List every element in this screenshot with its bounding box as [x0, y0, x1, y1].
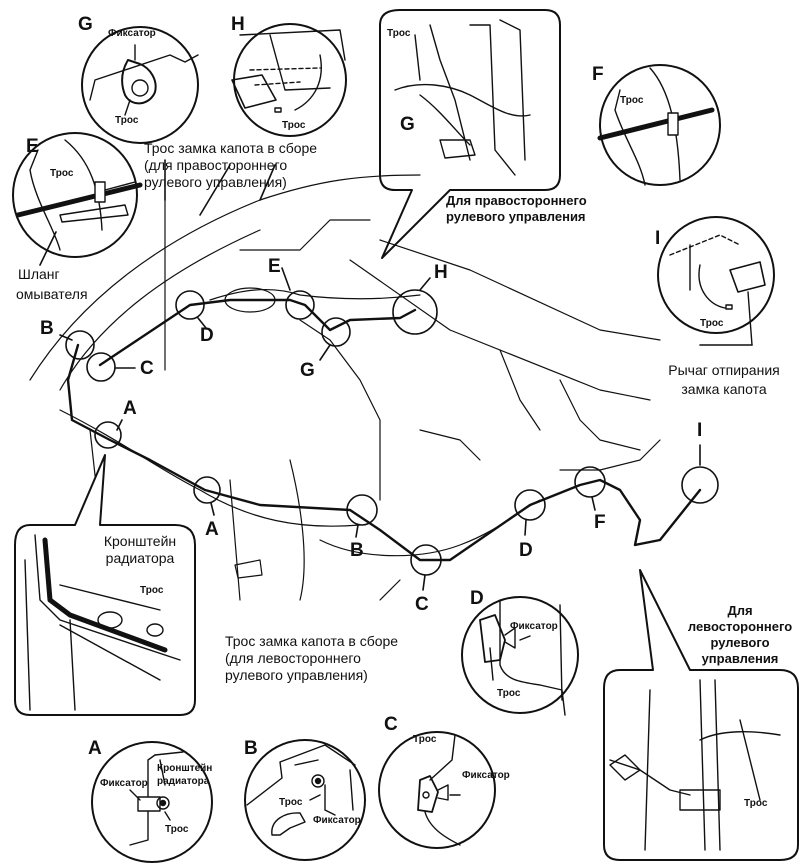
detail-a-retainer-label: Фиксатор [100, 778, 148, 789]
detail-i-cable-label: Трос [700, 318, 724, 329]
detail-i-circle [657, 216, 775, 346]
marker-g: G [300, 360, 315, 381]
rhd-box-title-2: рулевого управления [446, 209, 586, 224]
marker-a-2: A [205, 519, 219, 540]
lhd-box-title-3: рулевого [710, 635, 770, 650]
marker-h: H [434, 262, 448, 283]
rhd-detail-box [379, 9, 561, 259]
lhd-assembly-label-1: Трос замка капота в сборе [225, 633, 399, 649]
detail-b-circle [244, 739, 366, 861]
detail-e-circle [12, 132, 143, 258]
radiator-box-bracket-label-1: Кронштейн [103, 533, 177, 549]
lhd-box-cable-label: Трос [744, 798, 768, 809]
detail-c-circle [378, 731, 496, 849]
detail-a-bracket-label-2: радиатора [157, 776, 210, 787]
rhd-assembly-label-3: рулевого управления) [144, 174, 287, 190]
marker-d-top: D [200, 325, 214, 346]
rhd-box-cable-label: Трос [387, 28, 411, 39]
radiator-box-cable-label: Трос [140, 585, 164, 596]
detail-b-letter: B [244, 738, 258, 759]
marker-e: E [268, 256, 281, 277]
detail-g-letter: G [78, 14, 93, 35]
detail-c-letter: C [384, 714, 398, 735]
detail-f-letter: F [592, 64, 604, 85]
detail-h-cable-label: Трос [282, 120, 306, 131]
radiator-box-bracket-label-2: радиатора [105, 550, 175, 566]
hood-lock-cable [66, 298, 702, 562]
rhd-box-g-marker: G [400, 114, 415, 135]
radiator-detail-box [14, 454, 196, 716]
lhd-assembly-label-3: рулевого управления) [225, 667, 368, 683]
detail-c-retainer-label: Фиксатор [462, 770, 510, 781]
lhd-box-title-2: левостороннего [687, 619, 793, 634]
rhd-assembly-label-2: (для правостороннего [144, 157, 288, 173]
marker-b-lower: B [350, 540, 364, 561]
marker-b-top: B [40, 318, 54, 339]
detail-i-letter: I [655, 228, 661, 249]
engine-bay-outline [29, 174, 661, 601]
rhd-assembly-label-1: Трос замка капота в сборе [144, 140, 318, 156]
detail-g-circle [81, 26, 199, 144]
detail-d-cable-label: Трос [497, 688, 521, 699]
marker-c-top: C [140, 358, 154, 379]
detail-c-cable-label: Трос [413, 734, 437, 745]
clip-markers [39, 159, 753, 591]
lhd-detail-box [603, 569, 799, 861]
lhd-box-title-4: управления [701, 651, 779, 666]
detail-a-circle [91, 741, 213, 863]
lhd-assembly-label-2: (для левостороннего [225, 650, 361, 666]
detail-e-letter: E [26, 136, 39, 157]
detail-h-circle [231, 23, 347, 137]
detail-f-circle [597, 64, 721, 186]
detail-g-retainer-label: Фиксатор [108, 28, 156, 39]
marker-f: F [594, 512, 606, 533]
detail-g-cable-label: Трос [115, 115, 139, 126]
washer-hose-label-1: Шланг [18, 266, 60, 282]
hood-release-lever-label-2: замка капота [681, 381, 767, 397]
detail-a-cable-label: Трос [165, 824, 189, 835]
detail-d-retainer-label: Фиксатор [510, 621, 558, 632]
marker-a-1: A [123, 398, 137, 419]
detail-e-cable-label: Трос [50, 168, 74, 179]
detail-d-circle [461, 596, 579, 716]
detail-h-letter: H [231, 14, 245, 35]
marker-d-lower: D [519, 540, 533, 561]
hood-release-lever-label-1: Рычаг отпирания [668, 362, 780, 378]
detail-a-bracket-label-1: Кронштейн [157, 763, 213, 774]
lhd-box-title-1: Для [727, 603, 753, 618]
detail-a-letter: A [88, 738, 102, 759]
washer-hose-label-2: омывателя [16, 286, 88, 302]
detail-f-cable-label: Трос [620, 95, 644, 106]
marker-i: I [697, 420, 703, 441]
detail-b-cable-label: Трос [279, 797, 303, 808]
marker-c-lower: C [415, 594, 429, 615]
rhd-box-title-1: Для правостороннего [446, 193, 587, 208]
detail-d-letter: D [470, 588, 484, 609]
detail-b-retainer-label: Фиксатор [313, 815, 361, 826]
